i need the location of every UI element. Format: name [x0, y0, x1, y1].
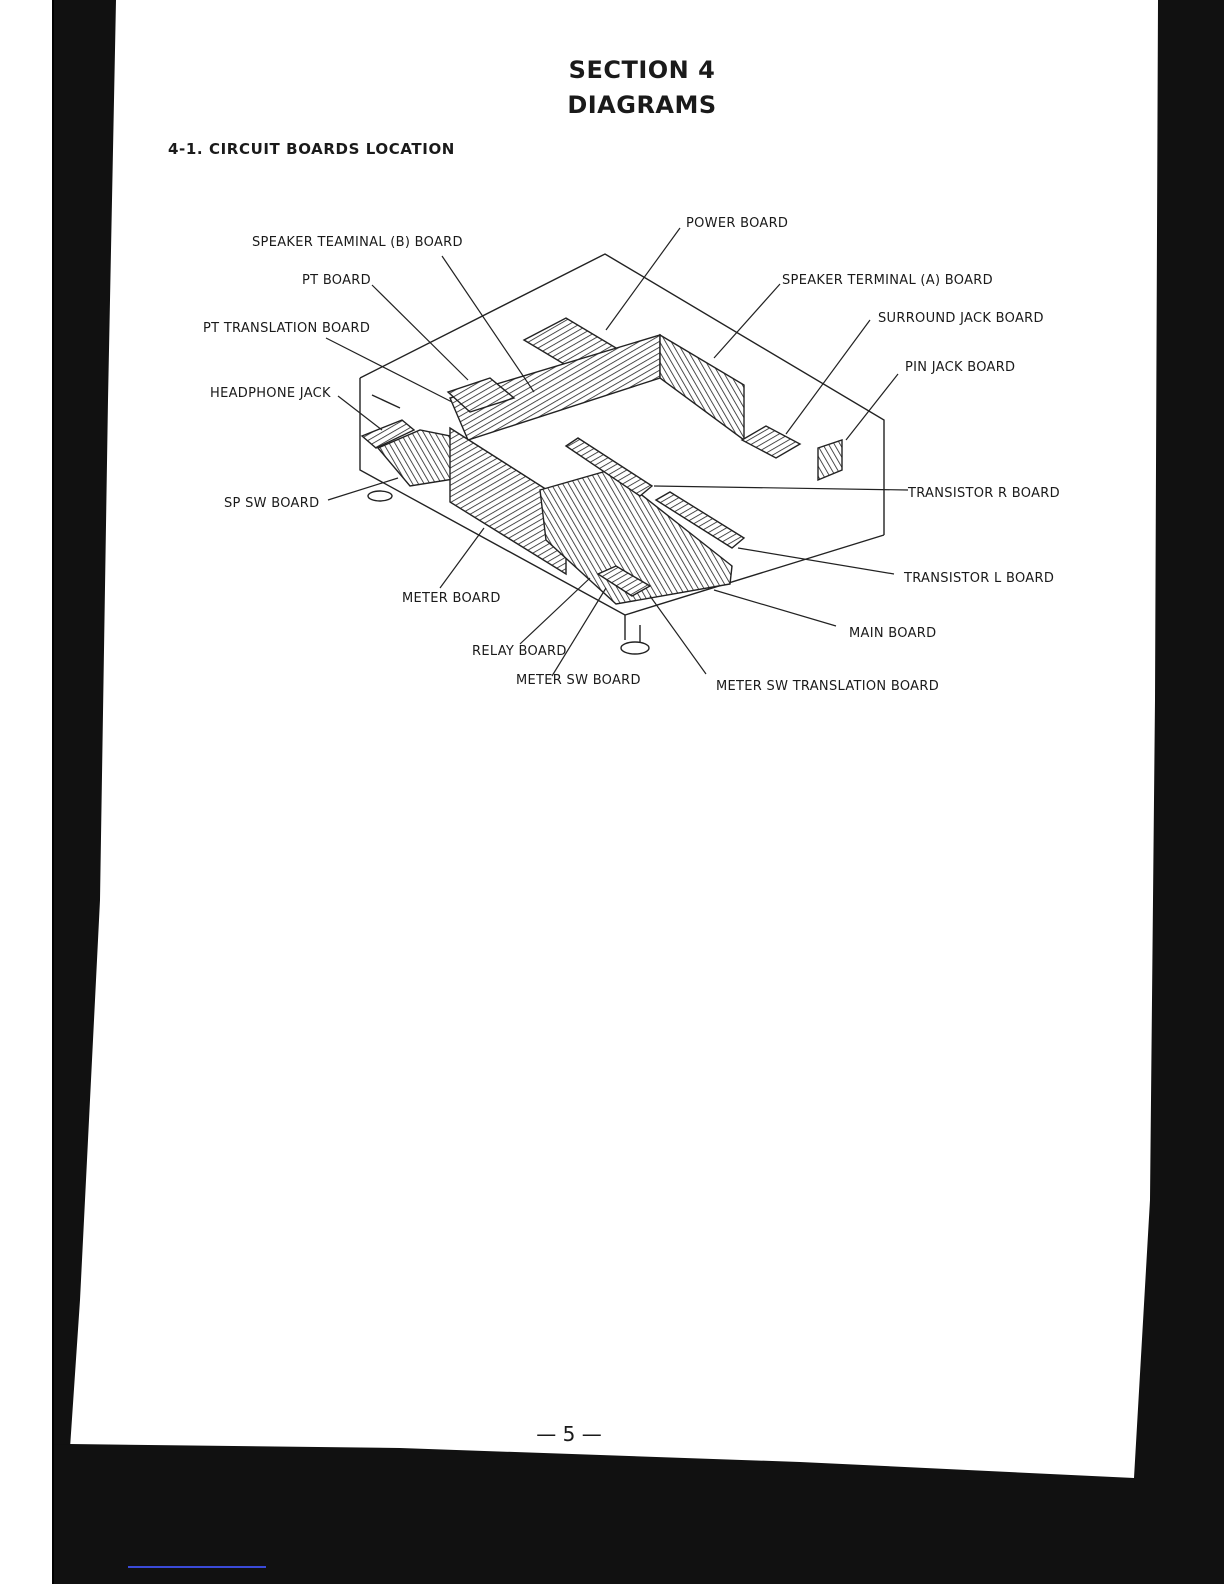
boards — [360, 317, 843, 605]
label-transistor-r-board: TRANSISTOR R BOARD — [907, 486, 1060, 501]
meter-sw-board-shape — [596, 565, 652, 597]
pin-jack-shape — [817, 439, 843, 482]
label-sp-sw-board: SP SW BOARD — [224, 496, 319, 511]
label-relay-board: RELAY BOARD — [472, 644, 567, 659]
subsection-title: 4-1. CIRCUIT BOARDS LOCATION — [168, 140, 455, 158]
surround-jack-shape — [740, 425, 802, 459]
scan-bottom-edge — [0, 1444, 1134, 1584]
label-meter-board: METER BOARD — [402, 591, 501, 606]
headphone-jack-shape — [360, 419, 416, 449]
leader-lines — [325, 227, 909, 677]
transistor-l-shape — [654, 491, 746, 549]
label-power-board: POWER BOARD — [686, 216, 788, 231]
label-pt-board: PT BOARD — [302, 273, 371, 288]
label-meter-sw-board: METER SW BOARD — [516, 673, 641, 688]
section-subtitle: DIAGRAMS — [567, 91, 717, 119]
label-headphone-jack: HEADPHONE JACK — [210, 386, 331, 401]
label-pt-translation-board: PT TRANSLATION BOARD — [203, 321, 370, 336]
label-speaker-terminal-b: SPEAKER TEAMINAL (B) BOARD — [252, 235, 463, 250]
speaker-a-wall — [659, 333, 745, 442]
scan-right-edge — [1134, 0, 1224, 1584]
meter-board-shape — [449, 426, 567, 576]
label-surround-jack-board: SURROUND JACK BOARD — [878, 311, 1044, 326]
pt-translation-board-shape — [446, 377, 516, 413]
label-transistor-l-board: TRANSISTOR L BOARD — [903, 571, 1054, 586]
section-title: SECTION 4 — [568, 56, 716, 84]
label-main-board: MAIN BOARD — [849, 626, 936, 641]
transistor-r-shape — [564, 437, 654, 497]
page-number: — 5 — — [536, 1422, 602, 1446]
label-meter-sw-translation-board: METER SW TRANSLATION BOARD — [716, 679, 939, 694]
label-pin-jack-board: PIN JACK BOARD — [905, 360, 1015, 375]
label-speaker-terminal-a: SPEAKER TERMINAL (A) BOARD — [782, 273, 993, 288]
